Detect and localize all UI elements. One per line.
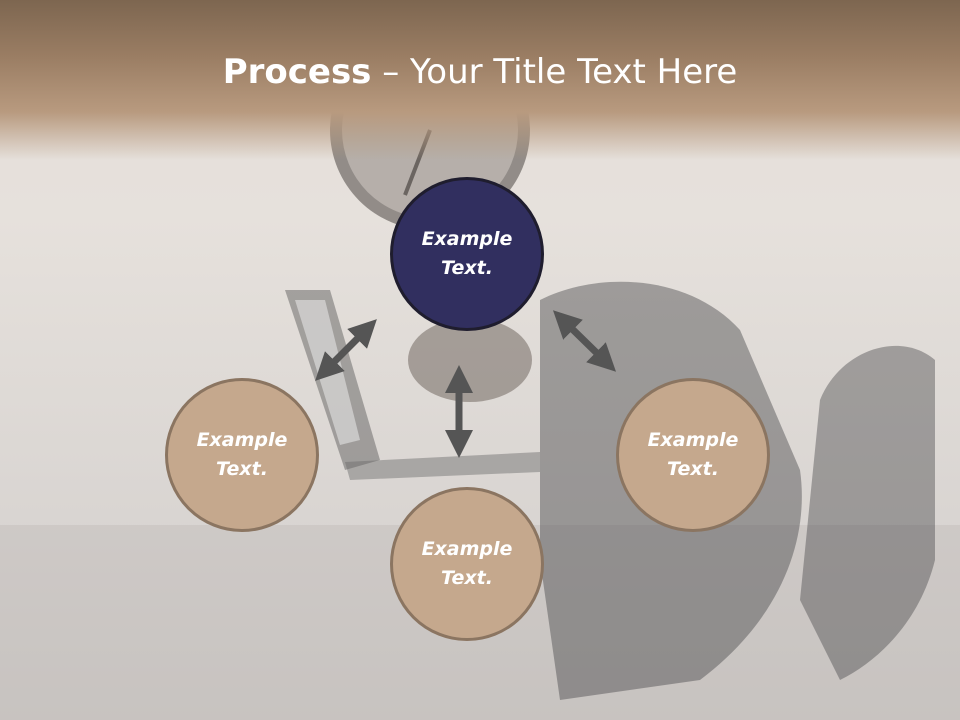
office-chair: [800, 345, 935, 680]
title-bold: Process: [222, 52, 372, 92]
node-left-label: Example Text.: [196, 429, 288, 480]
arrow-center-left: [315, 319, 377, 381]
node-center-label: Example Text.: [421, 228, 513, 279]
node-left[interactable]: Example Text.: [165, 378, 319, 532]
node-right[interactable]: Example Text.: [616, 378, 770, 532]
page-title: Process – Your Title Text Here: [0, 52, 960, 92]
node-bottom[interactable]: Example Text.: [390, 487, 544, 641]
node-bottom-label: Example Text.: [421, 538, 513, 589]
arrow-center-right: [552, 310, 617, 372]
title-band: [0, 0, 960, 160]
node-right-label: Example Text.: [647, 429, 739, 480]
node-center[interactable]: Example Text.: [390, 177, 544, 331]
laptop-base: [345, 452, 540, 480]
person-head: [408, 318, 532, 402]
title-rest: – Your Title Text Here: [371, 52, 738, 92]
